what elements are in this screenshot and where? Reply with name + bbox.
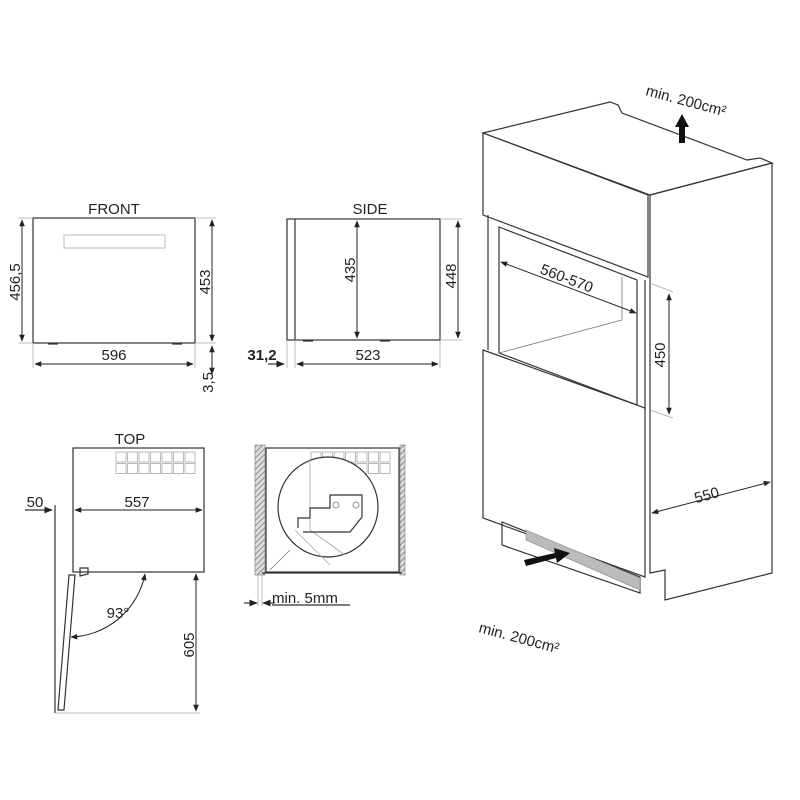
front-height-label: 453 (197, 269, 214, 294)
side-height-label: 448 (443, 263, 460, 288)
upper-panel (482, 132, 649, 278)
top-view: TOP 50 557 93° 605 (25, 431, 205, 714)
vent-slot (150, 463, 161, 474)
side-depth-label: 523 (355, 347, 380, 364)
side-view: SIDE 435 448 523 31,2 (247, 201, 462, 368)
vent-slot (127, 463, 138, 474)
top-width-label: 557 (124, 494, 149, 511)
door-angle-arc (70, 573, 147, 640)
door-clearance-label: 605 (181, 632, 198, 657)
air-out-arrow-icon (675, 114, 689, 143)
vent-slot (368, 451, 379, 463)
front-overall-height-label: 456,5 (7, 263, 24, 301)
front-body (32, 217, 196, 344)
foot-height-label: 3,5 (200, 372, 217, 393)
cabinet-wall-left (254, 444, 266, 576)
vent-bottom-label: min. 200cm² (477, 619, 561, 657)
cabinet-perspective: 560-570 450 550 min. 200cm² min. 200cm² (477, 82, 774, 657)
detail-body (265, 447, 400, 573)
bottom-vent (525, 529, 641, 591)
gap-label: min. 5mm (272, 590, 338, 607)
detail-magnifier (277, 456, 379, 558)
oven-niche (498, 226, 638, 406)
hinge-bracket (297, 494, 363, 533)
niche-width-label: 560-570 (538, 261, 595, 297)
vent-slot (127, 451, 138, 463)
front-panel-depth-label: 31,2 (247, 347, 276, 364)
lower-panel (482, 349, 646, 578)
open-door (57, 574, 76, 711)
door-offset-label: 50 (27, 494, 44, 511)
vent-slot (173, 463, 184, 474)
vent-slot (184, 451, 196, 463)
vent-slot (161, 451, 173, 463)
vent-slot (173, 451, 184, 463)
vent-slot (184, 463, 196, 474)
cabinet-top (480, 101, 774, 196)
front-title: FRONT (88, 201, 140, 218)
vent-slot (356, 451, 368, 463)
air-in-arrow-icon (524, 548, 570, 566)
vent-slot (161, 463, 173, 474)
front-width-label: 596 (101, 347, 126, 364)
side-inner-height-label: 435 (342, 257, 359, 282)
side-title: SIDE (352, 201, 387, 218)
vent-top-label: min. 200cm² (644, 82, 728, 120)
cabinet-depth-label: 550 (693, 484, 722, 507)
cabinet-wall-right (399, 444, 406, 576)
cabinet-side (649, 162, 773, 601)
vent-grid (115, 451, 196, 474)
front-view: FRONT 456,5 453 596 3,5 (7, 201, 217, 393)
top-title: TOP (115, 431, 146, 448)
cabinet-depth-dimension (651, 480, 771, 515)
vent-slot (150, 451, 161, 463)
vent-slot (138, 463, 150, 474)
front-display-panel (63, 234, 166, 249)
door-angle-label: 93° (107, 605, 130, 622)
vent-slot (115, 463, 127, 474)
niche-width-dimension (500, 261, 637, 314)
top-body (72, 447, 205, 573)
vent-slot (379, 463, 391, 474)
vent-slot (115, 451, 127, 463)
niche-height-label: 450 (652, 342, 669, 367)
gap-detail-view: min. 5mm (244, 444, 406, 607)
vent-slot (368, 463, 379, 474)
side-body (286, 218, 441, 341)
vent-slot (138, 451, 150, 463)
vent-slot (379, 451, 391, 463)
